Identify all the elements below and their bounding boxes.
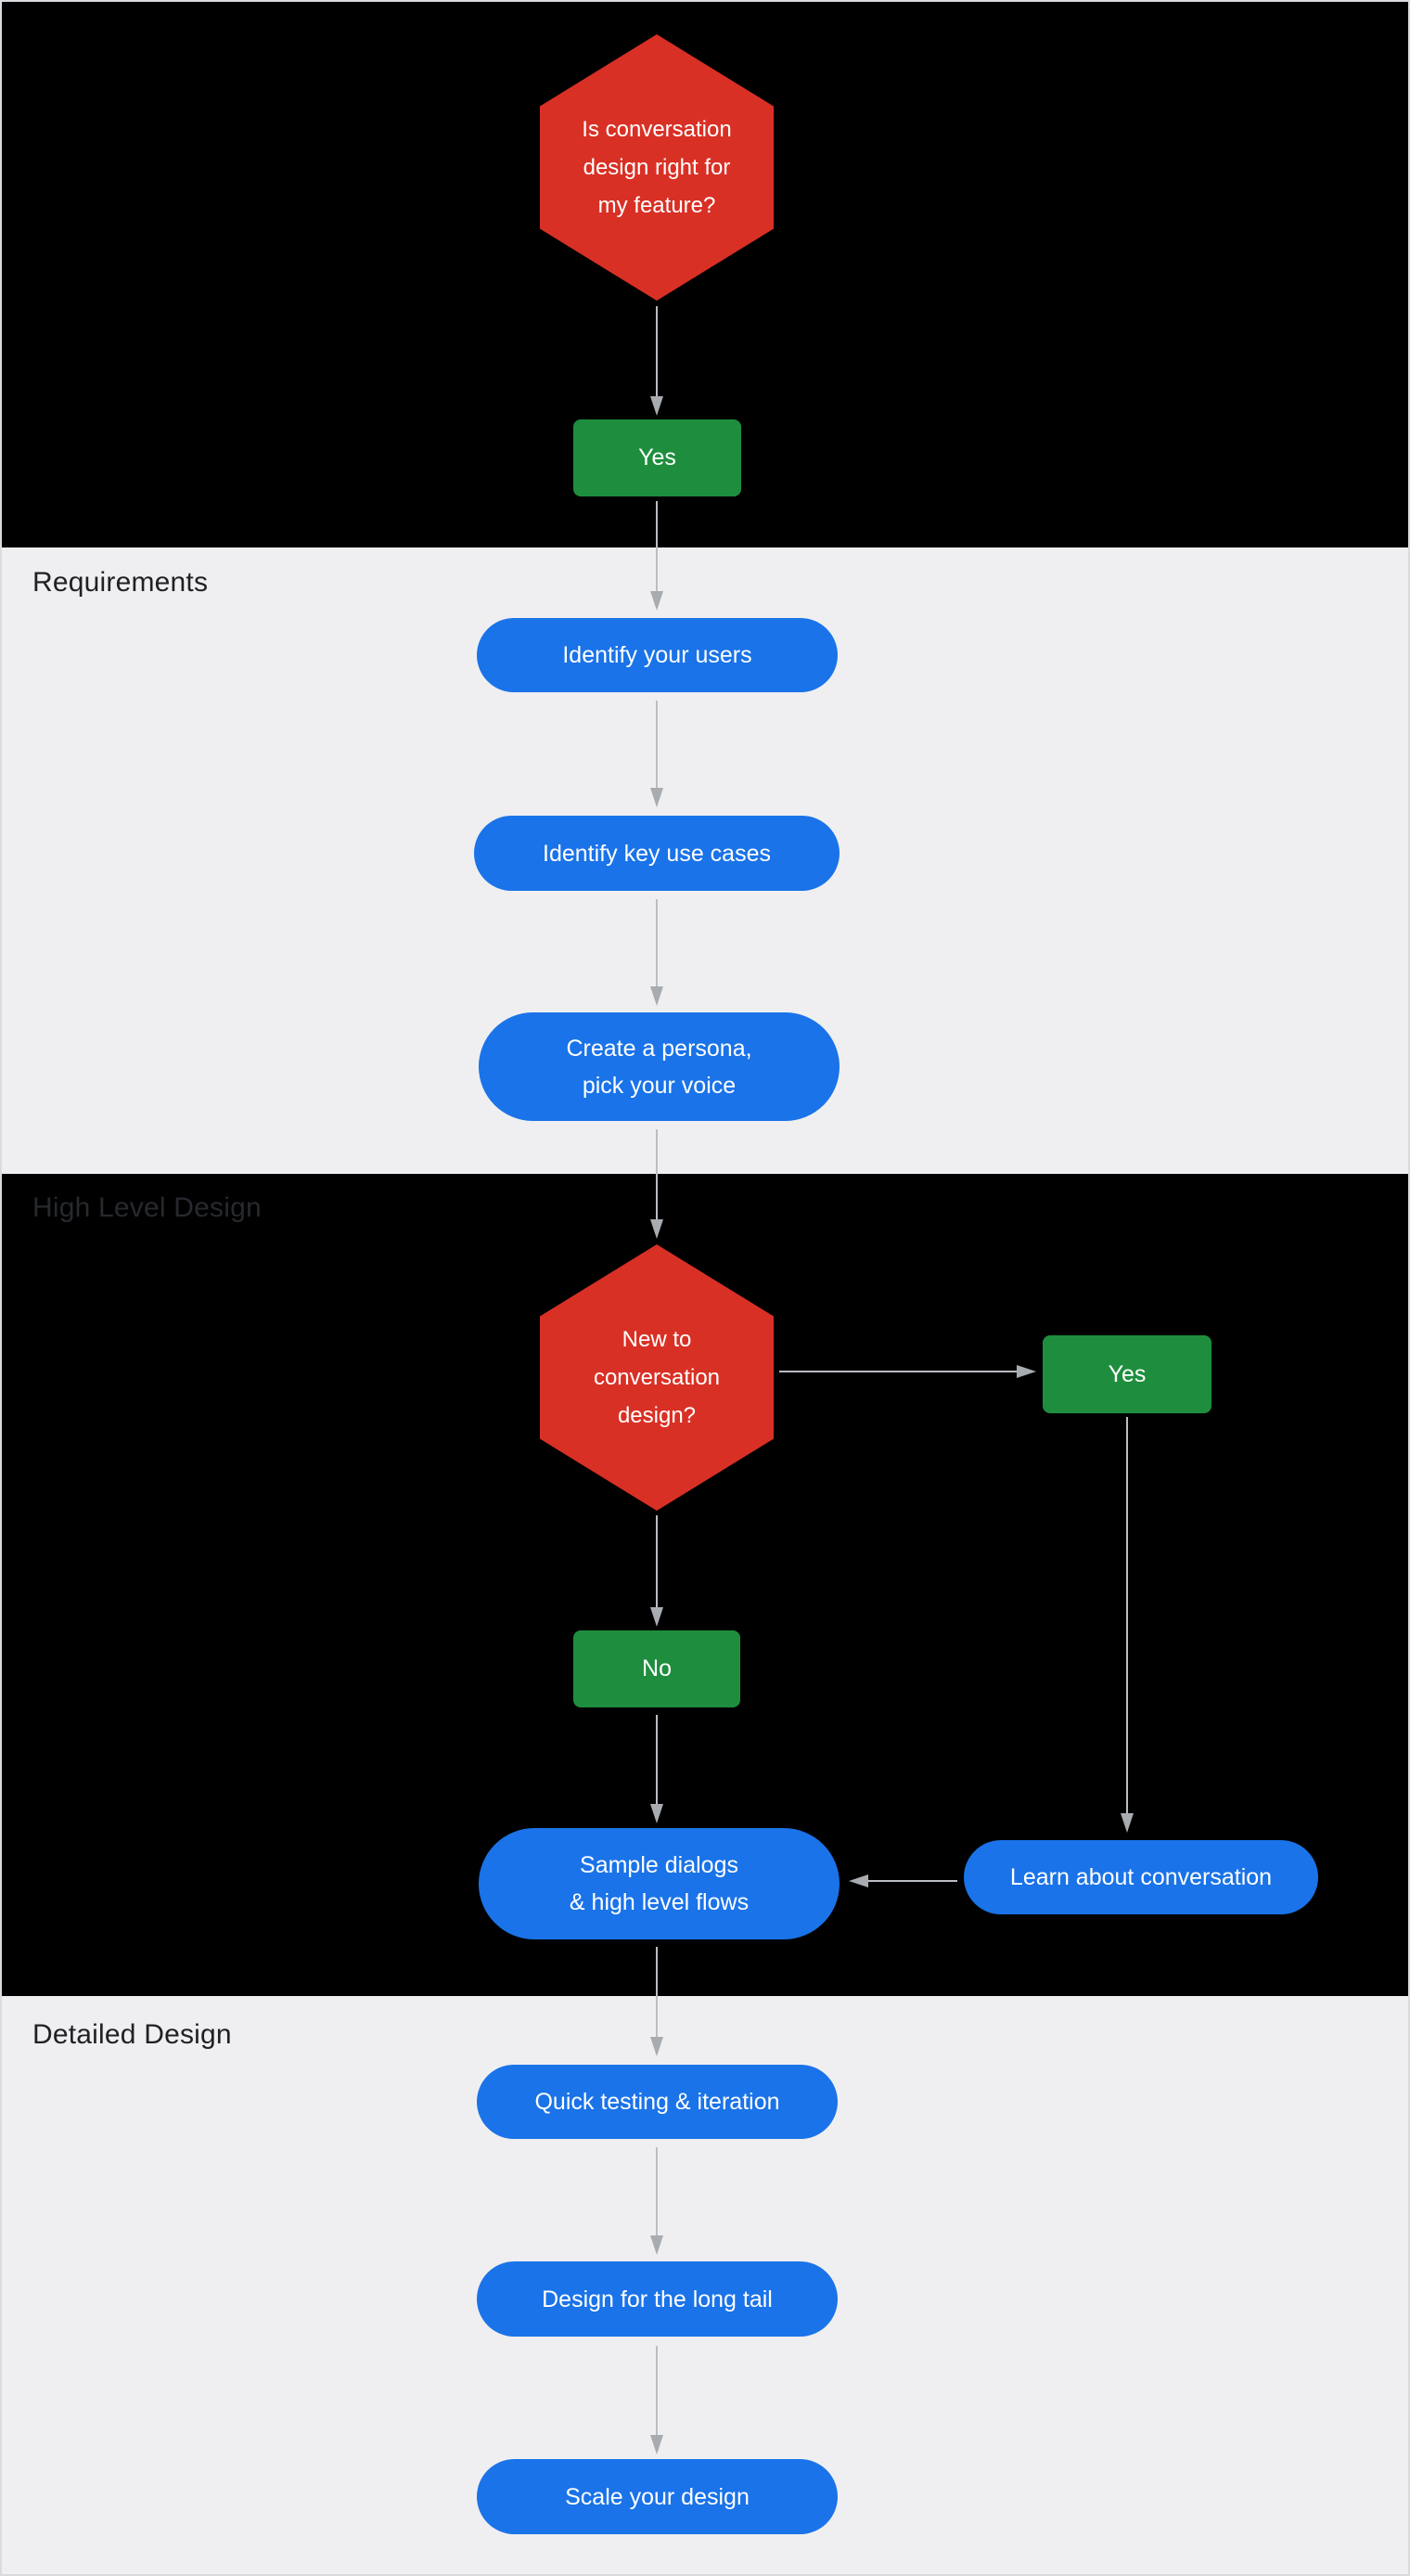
arrow-line: [656, 501, 658, 592]
step-text-line: Create a persona,: [566, 1035, 752, 1062]
outcome-label: No: [642, 1655, 672, 1681]
arrow-line: [656, 1715, 658, 1805]
arrow-line: [656, 701, 658, 789]
arrow-line: [1126, 1417, 1128, 1814]
decision-text-line: Is conversation: [582, 117, 732, 142]
decision-text-line: conversation: [593, 1365, 721, 1390]
step-label: Learn about conversation: [1009, 1864, 1273, 1890]
section-label-high-level-design: High Level Design: [32, 1192, 262, 1223]
arrow-down-icon: [650, 1219, 663, 1239]
arrow-line: [868, 1880, 957, 1882]
step-text-line: Sample dialogs: [580, 1852, 738, 1878]
decision-text-line: design?: [617, 1403, 697, 1428]
decision-text-line: design right for: [583, 155, 731, 180]
step-create-persona-pick-voice: Create a persona, pick your voice: [479, 1012, 840, 1121]
arrow-down-icon: [650, 788, 663, 807]
step-label: Identify your users: [562, 642, 752, 668]
arrow-line: [656, 306, 658, 397]
decision-text-line: New to: [622, 1327, 692, 1352]
arrow-line: [779, 1371, 1018, 1372]
arrow-line: [656, 2346, 658, 2436]
arrow-down-icon: [650, 396, 663, 416]
outcome-yes-top: Yes: [573, 419, 741, 496]
step-label: Scale your design: [565, 2483, 750, 2510]
section-label-detailed-design: Detailed Design: [32, 2019, 232, 2050]
arrow-down-icon: [650, 2435, 663, 2454]
step-learn-about-conversation: Learn about conversation: [964, 1840, 1318, 1914]
step-text-line: & high level flows: [569, 1889, 750, 1915]
arrow-down-icon: [650, 2037, 663, 2056]
arrow-line: [656, 1129, 658, 1220]
section-label-requirements: Requirements: [32, 567, 209, 598]
outcome-yes-branch: Yes: [1043, 1335, 1211, 1413]
step-quick-testing-iteration: Quick testing & iteration: [477, 2065, 838, 2139]
arrow-down-icon: [650, 591, 663, 611]
outcome-label: Yes: [638, 444, 676, 470]
step-label: Quick testing & iteration: [534, 2089, 780, 2115]
step-scale-your-design: Scale your design: [477, 2459, 838, 2534]
step-identify-key-use-cases: Identify key use cases: [474, 816, 840, 891]
step-identify-your-users: Identify your users: [477, 618, 838, 692]
step-label: Design for the long tail: [542, 2286, 773, 2312]
arrow-down-icon: [1121, 1813, 1134, 1833]
arrow-down-icon: [650, 1804, 663, 1823]
arrow-down-icon: [650, 2235, 663, 2255]
arrow-line: [656, 1515, 658, 1608]
arrow-down-icon: [650, 986, 663, 1006]
step-design-for-long-tail: Design for the long tail: [477, 2261, 838, 2337]
outcome-label: Yes: [1108, 1360, 1147, 1387]
arrow-down-icon: [650, 1607, 663, 1627]
step-label: Identify key use cases: [543, 840, 771, 867]
arrow-line: [656, 899, 658, 987]
step-sample-dialogs-high-level-flows: Sample dialogs & high level flows: [479, 1828, 840, 1939]
arrow-line: [656, 1947, 658, 2038]
arrow-line: [656, 2147, 658, 2236]
step-text-line: pick your voice: [582, 1072, 737, 1099]
arrow-right-icon: [1017, 1365, 1036, 1378]
decision-text-line: my feature?: [597, 193, 716, 218]
arrow-left-icon: [849, 1874, 868, 1887]
outcome-no-branch: No: [573, 1630, 740, 1707]
